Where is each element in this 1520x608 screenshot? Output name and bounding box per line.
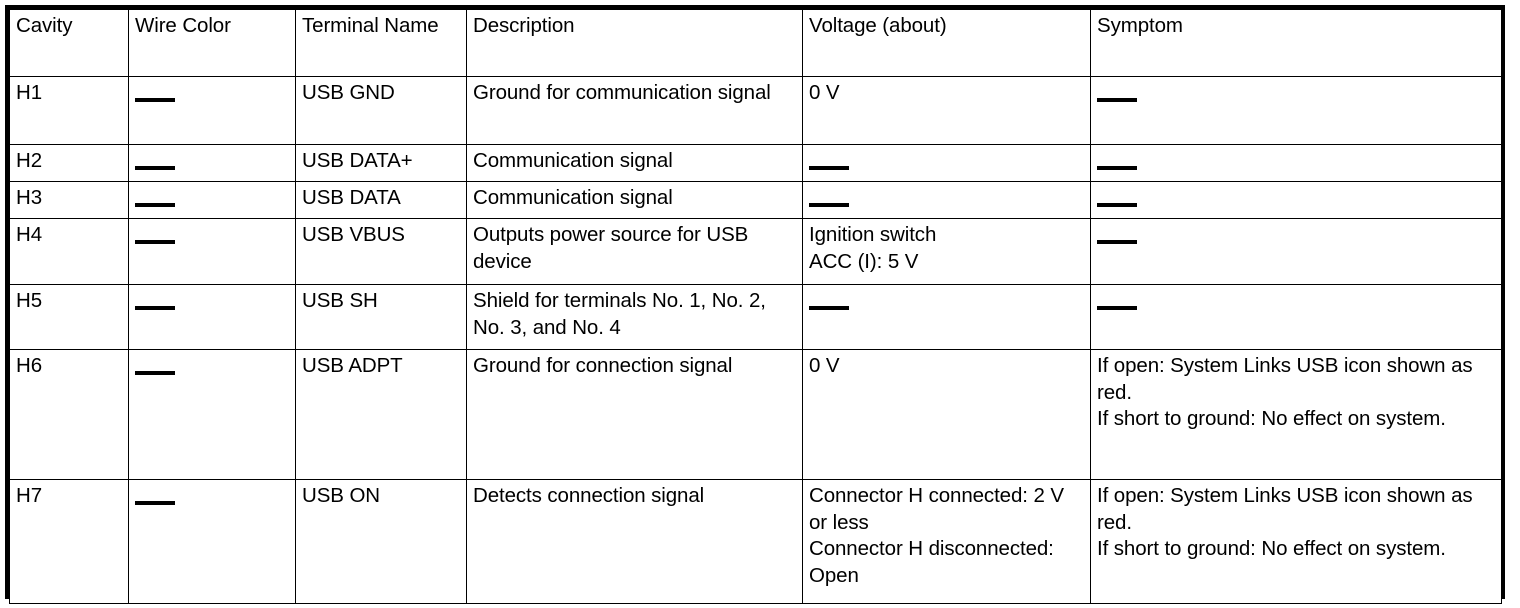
cell-voltage: 0 V [802,349,1091,480]
dash-icon [135,97,175,102]
cell-symptom [1090,181,1502,219]
column-header-cavity: Cavity [9,9,129,77]
dash-icon [135,239,175,244]
cell-description: Shield for terminals No. 1, No. 2, No. 3… [466,284,803,350]
table-row: H1 USB GND Ground for communication sign… [9,76,1502,145]
dash-icon [135,500,175,505]
table-row: H5 USB SH Shield for terminals No. 1, No… [9,284,1502,350]
cell-cavity: H7 [9,479,129,604]
cell-cavity: H6 [9,349,129,480]
cell-wire-color [128,218,296,285]
dash-icon [135,165,175,170]
column-header-wire-color: Wire Color [128,9,296,77]
dash-icon [135,370,175,375]
cell-cavity: H5 [9,284,129,350]
dash-icon [809,202,849,207]
cell-voltage [802,144,1091,182]
cell-cavity: H3 [9,181,129,219]
cell-voltage: Ignition switch ACC (I): 5 V [802,218,1091,285]
cell-symptom [1090,76,1502,145]
table-header-row: Cavity Wire Color Terminal Name Descript… [9,9,1502,77]
column-header-description: Description [466,9,803,77]
terminal-specification-table: Cavity Wire Color Terminal Name Descript… [9,9,1502,604]
table-row: H7 USB ON Detects connection signal Conn… [9,479,1502,604]
cell-cavity: H4 [9,218,129,285]
cell-description: Ground for connection signal [466,349,803,480]
dash-icon [809,165,849,170]
cell-symptom [1090,218,1502,285]
cell-description: Detects connection signal [466,479,803,604]
cell-description: Communication signal [466,181,803,219]
cell-terminal-name: USB ON [295,479,467,604]
cell-symptom [1090,284,1502,350]
cell-terminal-name: USB ADPT [295,349,467,480]
dash-icon [1097,202,1137,207]
cell-voltage [802,284,1091,350]
terminal-specification-table-frame: Cavity Wire Color Terminal Name Descript… [5,5,1505,604]
cell-description: Communication signal [466,144,803,182]
cell-cavity: H1 [9,76,129,145]
dash-icon [809,305,849,310]
cell-terminal-name: USB SH [295,284,467,350]
column-header-voltage: Voltage (about) [802,9,1091,77]
cell-wire-color [128,284,296,350]
column-header-symptom: Symptom [1090,9,1502,77]
dash-icon [135,202,175,207]
cell-voltage: Connector H connected: 2 V or less Conne… [802,479,1091,604]
cell-symptom [1090,144,1502,182]
table-body: H1 USB GND Ground for communication sign… [9,76,1502,604]
cell-description: Outputs power source for USB device [466,218,803,285]
cell-terminal-name: USB GND [295,76,467,145]
cell-wire-color [128,181,296,219]
table-row: H2 USB DATA+ Communication signal [9,144,1502,182]
dash-icon [135,305,175,310]
table-row: H4 USB VBUS Outputs power source for USB… [9,218,1502,285]
dash-icon [1097,97,1137,102]
dash-icon [1097,239,1137,244]
table-header: Cavity Wire Color Terminal Name Descript… [9,9,1502,77]
dash-icon [1097,305,1137,310]
table-row: H3 USB DATA Communication signal [9,181,1502,219]
table-row: H6 USB ADPT Ground for connection signal… [9,349,1502,480]
cell-wire-color [128,479,296,604]
dash-icon [1097,165,1137,170]
cell-symptom: If open: System Links USB icon shown as … [1090,479,1502,604]
cell-wire-color [128,76,296,145]
cell-voltage [802,181,1091,219]
column-header-terminal-name: Terminal Name [295,9,467,77]
cell-description: Ground for communication signal [466,76,803,145]
cell-wire-color [128,349,296,480]
cell-terminal-name: USB VBUS [295,218,467,285]
cell-wire-color [128,144,296,182]
cell-terminal-name: USB DATA+ [295,144,467,182]
cell-terminal-name: USB DATA [295,181,467,219]
cell-symptom: If open: System Links USB icon shown as … [1090,349,1502,480]
cell-voltage: 0 V [802,76,1091,145]
cell-cavity: H2 [9,144,129,182]
